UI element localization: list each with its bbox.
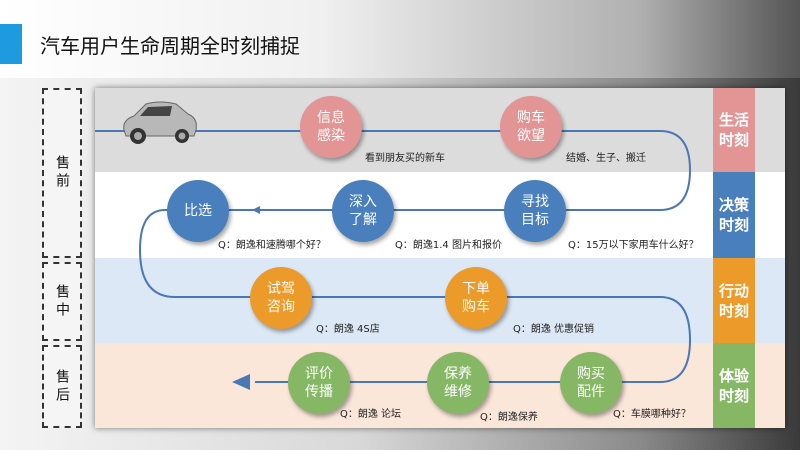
stage-sale: 售中 bbox=[42, 262, 82, 341]
node-info-exposure: 信息感染 bbox=[300, 96, 362, 158]
node-caption: Q：朗逸 优惠促销 bbox=[513, 324, 595, 335]
node-caption: Q：朗逸和速腾哪个好？ bbox=[218, 240, 326, 251]
moment-decision: 决策时刻 bbox=[713, 172, 755, 258]
moment-action: 行动时刻 bbox=[713, 258, 755, 343]
node-order: 下单购车 bbox=[445, 267, 507, 329]
node-find-target: 寻找目标 bbox=[504, 180, 566, 242]
moment-experience: 体验时刻 bbox=[713, 343, 755, 428]
node-maintenance: 保养维修 bbox=[427, 352, 489, 414]
band-action bbox=[95, 258, 785, 343]
node-buy-parts: 购买配件 bbox=[560, 352, 622, 414]
title-bar bbox=[0, 0, 800, 78]
stage-presale: 售前 bbox=[42, 88, 82, 258]
node-caption: Q：朗逸保养 bbox=[480, 412, 538, 423]
stage-aftersale: 售后 bbox=[42, 345, 82, 428]
node-caption: 看到朋友买的新车 bbox=[365, 153, 445, 164]
flow-arrowhead-icon bbox=[232, 374, 250, 390]
node-review-share: 评价传播 bbox=[288, 352, 350, 414]
node-caption: 结婚、生子、搬迁 bbox=[566, 153, 646, 164]
node-caption: Q：朗逸 4S店 bbox=[316, 324, 380, 335]
node-deep-dive: 深入了解 bbox=[332, 180, 394, 242]
node-caption: Q：朗逸1.4 图片和报价 bbox=[395, 240, 502, 251]
node-caption: Q：朗逸 论坛 bbox=[340, 409, 402, 420]
title-accent bbox=[0, 24, 22, 64]
node-purchase-desire: 购车欲望 bbox=[500, 96, 562, 158]
car-icon bbox=[123, 101, 197, 144]
node-caption: Q：15万以下家用车什么好？ bbox=[568, 240, 699, 251]
node-caption: Q：车膜哪种好？ bbox=[613, 409, 691, 420]
node-test-drive: 试驾咨询 bbox=[250, 267, 312, 329]
page-title: 汽车用户生命周期全时刻捕捉 bbox=[40, 34, 300, 58]
moment-life: 生活时刻 bbox=[713, 88, 755, 172]
node-compare: 比选 bbox=[167, 180, 229, 242]
